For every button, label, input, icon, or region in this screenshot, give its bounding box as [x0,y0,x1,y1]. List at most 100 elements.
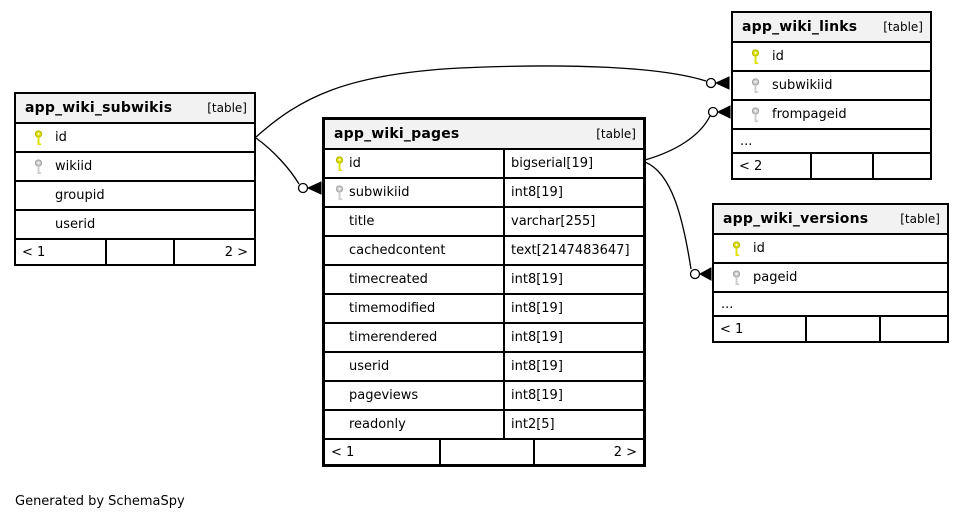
footer-parents-count: < 1 [720,321,744,337]
column-name-cell: id [325,150,505,177]
fk-arrowhead [714,76,730,90]
table-badge: [table] [883,20,923,34]
column-name: timemodified [349,301,436,316]
table-title: app_wiki_links [742,19,858,35]
table-badge: [table] [596,127,636,141]
column-row: id bigserial[19] [325,148,643,177]
table-app-wiki-pages[interactable]: app_wiki_pages [table] id bigserial[19] … [322,117,646,467]
footer-children-count [879,317,947,341]
column-name: subwikiid [772,78,833,93]
column-name: readonly [349,417,406,432]
fk-arrowhead [698,267,712,281]
footer-middle-cell [810,154,872,178]
footer-children-count: 2 > [533,440,643,464]
table-title: app_wiki_subwikis [25,100,173,116]
column-name: wikiid [55,159,93,174]
column-name: title [349,214,375,229]
column-name-cell: userid [325,353,505,380]
table-badge: [table] [900,212,940,226]
table-header[interactable]: app_wiki_links [table] [733,13,930,41]
fk-arrowhead [306,181,322,195]
fk-circle [707,106,719,118]
column-name: userid [349,359,390,374]
column-name-cell: readonly [325,411,505,438]
column-name: timecreated [349,272,428,287]
fk-circle [689,268,701,280]
table-title: app_wiki_pages [334,126,460,142]
column-name-cell: timerendered [325,324,505,351]
foreign-key-icon [738,77,772,94]
column-row: userid [16,209,254,238]
foreign-key-icon [21,158,55,175]
column-row: timemodified int8[19] [325,293,643,322]
column-row: groupid [16,180,254,209]
column-name: subwikiid [349,185,410,200]
column-name-cell: subwikiid [325,179,505,206]
footer-middle-cell [805,317,879,341]
column-name: userid [55,217,96,232]
column-name-cell: timemodified [325,295,505,322]
column-type: varchar[255] [511,214,596,229]
column-name: id [772,49,784,64]
table-footer: < 2 [733,152,930,178]
footer-middle-cell [105,240,173,264]
foreign-key-icon [719,269,753,286]
more-columns-ellipsis: ... [733,128,930,152]
column-type: text[2147483647] [511,243,630,258]
column-name: pageid [753,270,798,285]
footer-middle-cell [439,440,533,464]
table-app-wiki-versions[interactable]: app_wiki_versions [table] id pageid ... … [712,203,949,343]
column-row: subwikiid [733,70,930,99]
column-name: pageviews [349,388,419,403]
footer-parents-count: < 1 [331,444,355,460]
table-title: app_wiki_versions [723,211,869,227]
table-header[interactable]: app_wiki_pages [table] [325,120,643,148]
column-name-cell: title [325,208,505,235]
table-app-wiki-subwikis[interactable]: app_wiki_subwikis [table] id wikiid grou… [14,92,256,266]
column-row: timecreated int8[19] [325,264,643,293]
column-name: id [55,130,67,145]
column-row: pageid [714,262,947,291]
column-row: id [733,41,930,70]
primary-key-icon [329,155,349,172]
column-row: timerendered int8[19] [325,322,643,351]
column-row: cachedcontent text[2147483647] [325,235,643,264]
foreign-key-icon [329,184,349,201]
column-row: frompageid [733,99,930,128]
foreign-key-icon [738,106,772,123]
table-header[interactable]: app_wiki_subwikis [table] [16,94,254,122]
column-type: int8[19] [511,359,563,374]
edge-pages-links [644,115,711,161]
table-app-wiki-links[interactable]: app_wiki_links [table] id subwikiid from… [731,11,932,180]
footer-parents-count: < 1 [22,244,46,260]
column-name: groupid [55,188,105,203]
column-type: bigserial[19] [511,156,594,171]
column-name: id [349,156,361,171]
column-name-cell: cachedcontent [325,237,505,264]
fk-arrowhead [716,105,731,119]
edge-subwikis-pages [255,137,300,185]
generated-by-note: Generated by SchemaSpy [15,494,185,509]
column-row: title varchar[255] [325,206,643,235]
column-type: int8[19] [511,330,563,345]
table-footer: < 1 2 > [16,238,254,264]
column-name: frompageid [772,107,847,122]
column-name-cell: pageviews [325,382,505,409]
table-footer: < 1 [714,315,947,341]
footer-children-count: 2 > [173,240,254,264]
footer-children-count [872,154,930,178]
column-row: readonly int2[5] [325,409,643,438]
primary-key-icon [738,48,772,65]
column-row: pageviews int8[19] [325,380,643,409]
more-columns-ellipsis: ... [714,291,947,315]
table-header[interactable]: app_wiki_versions [table] [714,205,947,233]
column-type: int8[19] [511,388,563,403]
column-name: cachedcontent [349,243,446,258]
column-row: userid int8[19] [325,351,643,380]
table-badge: [table] [207,101,247,115]
column-type: int8[19] [511,185,563,200]
column-row: subwikiid int8[19] [325,177,643,206]
column-type: int8[19] [511,301,563,316]
fk-circle [297,182,309,194]
column-row: wikiid [16,151,254,180]
